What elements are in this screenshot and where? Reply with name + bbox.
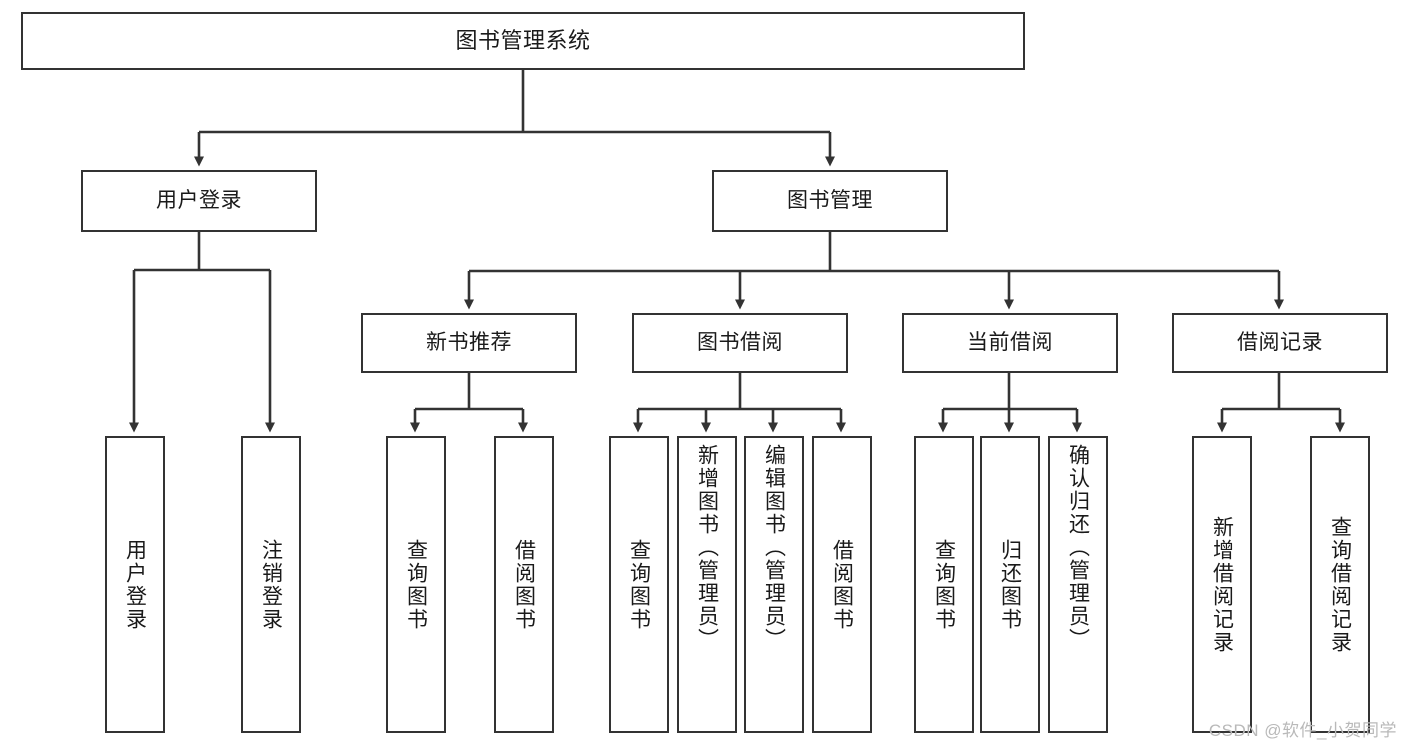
node-new-book-recommend[interactable]: 新书推荐 [361, 313, 577, 373]
node-label: 确认归还（管理员） [1066, 444, 1090, 651]
node-label: 借阅记录 [1237, 330, 1323, 354]
leaf-confirm-return[interactable]: 确认归还（管理员） [1048, 436, 1108, 733]
node-label: 查询图书 [404, 538, 428, 631]
node-label: 新增借阅记录 [1210, 515, 1234, 654]
node-label: 新书推荐 [426, 330, 512, 354]
node-label: 图书借阅 [697, 330, 783, 354]
node-book-manage[interactable]: 图书管理 [712, 170, 948, 232]
watermark-text: CSDN @软件_小贺同学 [1208, 721, 1397, 740]
node-book-borrow[interactable]: 图书借阅 [632, 313, 848, 373]
node-label: 查询图书 [627, 538, 651, 631]
node-label: 注销登录 [259, 538, 283, 631]
leaf-user-login[interactable]: 用户登录 [105, 436, 165, 733]
node-label: 编辑图书（管理员） [762, 444, 786, 651]
node-current-borrow[interactable]: 当前借阅 [902, 313, 1118, 373]
node-label: 图书管理 [787, 188, 873, 212]
node-user-login[interactable]: 用户登录 [81, 170, 317, 232]
node-root-system[interactable]: 图书管理系统 [21, 12, 1025, 70]
leaf-add-book[interactable]: 新增图书（管理员） [677, 436, 737, 733]
node-label: 借阅图书 [512, 538, 536, 631]
leaf-borrow-book-recommend[interactable]: 借阅图书 [494, 436, 554, 733]
node-label: 归还图书 [998, 538, 1022, 631]
node-label: 用户登录 [156, 188, 242, 212]
leaf-query-book-borrow[interactable]: 查询图书 [609, 436, 669, 733]
node-label: 借阅图书 [830, 538, 854, 631]
node-borrow-record[interactable]: 借阅记录 [1172, 313, 1388, 373]
node-label: 查询借阅记录 [1328, 515, 1352, 654]
leaf-borrow-book[interactable]: 借阅图书 [812, 436, 872, 733]
leaf-edit-book[interactable]: 编辑图书（管理员） [744, 436, 804, 733]
leaf-user-logout[interactable]: 注销登录 [241, 436, 301, 733]
node-label: 当前借阅 [967, 330, 1053, 354]
leaf-query-borrow-record[interactable]: 查询借阅记录 [1310, 436, 1370, 733]
leaf-query-book-current[interactable]: 查询图书 [914, 436, 974, 733]
node-label: 用户登录 [123, 538, 147, 631]
leaf-add-borrow-record[interactable]: 新增借阅记录 [1192, 436, 1252, 733]
leaf-return-book[interactable]: 归还图书 [980, 436, 1040, 733]
node-label: 查询图书 [932, 538, 956, 631]
node-label: 新增图书（管理员） [695, 444, 719, 651]
leaf-query-book-recommend[interactable]: 查询图书 [386, 436, 446, 733]
node-label: 图书管理系统 [455, 28, 591, 54]
